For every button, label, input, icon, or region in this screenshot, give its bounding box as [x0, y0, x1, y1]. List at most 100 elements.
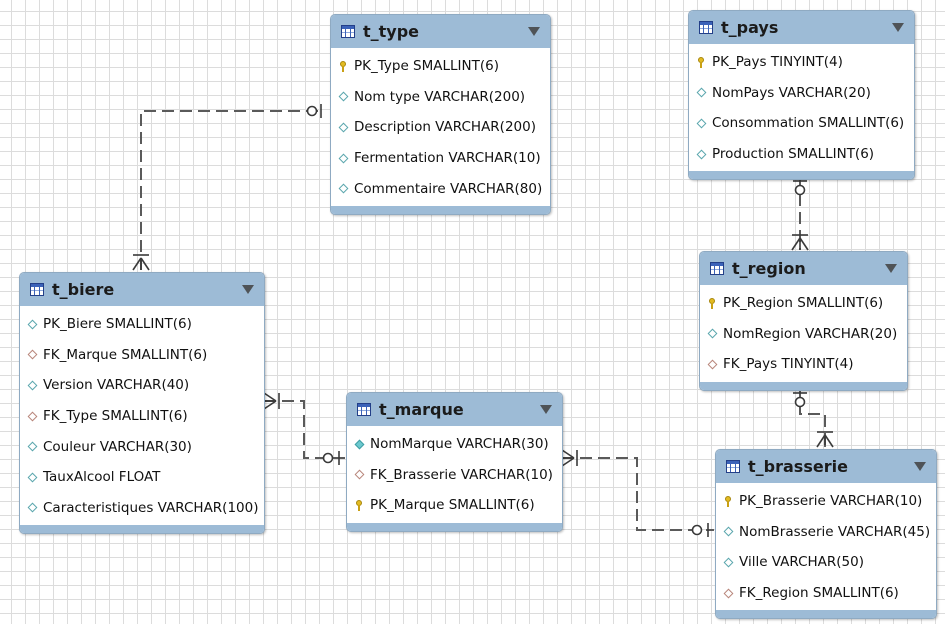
column-row[interactable]: FK_Type SMALLINT(6) [20, 401, 264, 432]
collapse-arrow-icon[interactable] [528, 27, 540, 36]
column-label: PK_Type SMALLINT(6) [354, 58, 499, 75]
table-footer [700, 381, 907, 390]
column-row[interactable]: NomPays VARCHAR(20) [689, 78, 914, 109]
table-header[interactable]: t_biere [20, 273, 264, 306]
column-label: PK_Pays TINYINT(4) [712, 54, 843, 71]
column-label: PK_Brasserie VARCHAR(10) [739, 493, 923, 510]
column-row[interactable]: FK_Pays TINYINT(4) [700, 349, 907, 380]
collapse-arrow-icon[interactable] [914, 462, 926, 471]
zero-or-one-marker-brasserie [691, 523, 709, 537]
column-row[interactable]: PK_Marque SMALLINT(6) [347, 490, 562, 521]
foreign-key-icon [706, 358, 718, 370]
column-row[interactable]: PK_Region SMALLINT(6) [700, 288, 907, 319]
column-icon [722, 526, 734, 538]
many-marker-marque-right [561, 449, 578, 467]
table-header[interactable]: t_type [331, 15, 550, 48]
column-row[interactable]: PK_Pays TINYINT(4) [689, 47, 914, 78]
zero-or-one-marker-pays [793, 180, 807, 196]
column-row[interactable]: PK_Biere SMALLINT(6) [20, 309, 264, 340]
relationship-region-brasserie[interactable] [799, 386, 826, 447]
column-row[interactable]: PK_Brasserie VARCHAR(10) [716, 486, 936, 517]
column-icon [337, 121, 349, 133]
column-row[interactable]: TauxAlcool FLOAT [20, 462, 264, 493]
table-t-brasserie[interactable]: t_brasserie PK_Brasserie VARCHAR(10) Nom… [715, 449, 937, 620]
column-label: Version VARCHAR(40) [43, 377, 190, 394]
primary-key-icon [706, 297, 718, 309]
column-icon [695, 87, 707, 99]
table-t-marque[interactable]: t_marque NomMarque VARCHAR(30) FK_Brasse… [346, 392, 563, 532]
table-icon [699, 21, 713, 34]
column-row[interactable]: NomRegion VARCHAR(20) [700, 319, 907, 350]
column-row[interactable]: FK_Region SMALLINT(6) [716, 578, 936, 609]
table-t-type[interactable]: t_type PK_Type SMALLINT(6) Nom type VARC… [330, 14, 551, 215]
column-label: FK_Pays TINYINT(4) [723, 356, 854, 373]
column-row[interactable]: Version VARCHAR(40) [20, 370, 264, 401]
collapse-arrow-icon[interactable] [540, 405, 552, 414]
table-header[interactable]: t_pays [689, 11, 914, 44]
foreign-key-icon [722, 587, 734, 599]
table-header[interactable]: t_brasserie [716, 450, 936, 483]
column-row[interactable]: Consommation SMALLINT(6) [689, 108, 914, 139]
table-footer [347, 522, 562, 531]
table-t-region[interactable]: t_region PK_Region SMALLINT(6) NomRegion… [699, 251, 908, 391]
primary-key-icon [722, 495, 734, 507]
column-label: PK_Biere SMALLINT(6) [43, 316, 192, 333]
table-t-biere[interactable]: t_biere PK_Biere SMALLINT(6) FK_Marque S… [19, 272, 265, 535]
column-icon [337, 91, 349, 103]
table-t-pays[interactable]: t_pays PK_Pays TINYINT(4) NomPays VARCHA… [688, 10, 915, 181]
column-label: FK_Brasserie VARCHAR(10) [370, 466, 553, 483]
column-label: TauxAlcool FLOAT [43, 469, 161, 486]
primary-key-icon [337, 60, 349, 72]
column-icon [695, 117, 707, 129]
column-label: Consommation SMALLINT(6) [712, 115, 905, 132]
column-row[interactable]: Fermentation VARCHAR(10) [331, 143, 550, 174]
column-label: Ville VARCHAR(50) [739, 554, 865, 571]
column-row[interactable]: NomBrasserie VARCHAR(45) [716, 517, 936, 548]
column-icon [722, 556, 734, 568]
relationship-type-biere[interactable] [140, 110, 318, 270]
table-icon [30, 283, 44, 296]
foreign-key-icon [26, 349, 38, 361]
zero-or-one-marker-marque [322, 451, 340, 465]
table-name: t_type [363, 22, 420, 41]
relationship-marque-biere[interactable] [264, 400, 345, 459]
column-label: Nom type VARCHAR(200) [354, 88, 526, 105]
table-name: t_brasserie [748, 457, 848, 476]
table-footer [689, 171, 914, 180]
column-label: Caracteristiques VARCHAR(100) [43, 499, 259, 516]
column-row[interactable]: Commentaire VARCHAR(80) [331, 173, 550, 204]
column-row[interactable]: Nom type VARCHAR(200) [331, 82, 550, 113]
column-row[interactable]: FK_Marque SMALLINT(6) [20, 340, 264, 371]
not-null-column-icon [353, 438, 365, 450]
collapse-arrow-icon[interactable] [885, 264, 897, 273]
column-icon [26, 502, 38, 514]
table-header[interactable]: t_region [700, 252, 907, 285]
relationship-brasserie-marque[interactable] [562, 457, 714, 531]
column-icon [706, 328, 718, 340]
column-label: Description VARCHAR(200) [354, 119, 536, 136]
many-marker-brasserie-top [816, 431, 834, 448]
primary-key-icon [353, 499, 365, 511]
table-icon [357, 403, 371, 416]
column-row[interactable]: Ville VARCHAR(50) [716, 547, 936, 578]
column-label: NomPays VARCHAR(20) [712, 84, 871, 101]
column-icon [26, 379, 38, 391]
collapse-arrow-icon[interactable] [242, 285, 254, 294]
table-icon [710, 262, 724, 275]
column-label: Fermentation VARCHAR(10) [354, 150, 541, 167]
column-row[interactable]: Caracteristiques VARCHAR(100) [20, 493, 264, 524]
table-header[interactable]: t_marque [347, 393, 562, 426]
column-row[interactable]: Production SMALLINT(6) [689, 139, 914, 170]
zero-or-one-marker-type [306, 104, 322, 118]
column-row[interactable]: PK_Type SMALLINT(6) [331, 51, 550, 82]
column-row[interactable]: NomMarque VARCHAR(30) [347, 429, 562, 460]
column-icon [695, 148, 707, 160]
column-row[interactable]: FK_Brasserie VARCHAR(10) [347, 460, 562, 491]
many-marker-region-top [791, 234, 809, 251]
collapse-arrow-icon[interactable] [892, 23, 904, 32]
column-row[interactable]: Description VARCHAR(200) [331, 112, 550, 143]
column-label: NomMarque VARCHAR(30) [370, 436, 549, 453]
column-row[interactable]: Couleur VARCHAR(30) [20, 431, 264, 462]
column-label: PK_Marque SMALLINT(6) [370, 497, 535, 514]
column-label: FK_Marque SMALLINT(6) [43, 346, 208, 363]
